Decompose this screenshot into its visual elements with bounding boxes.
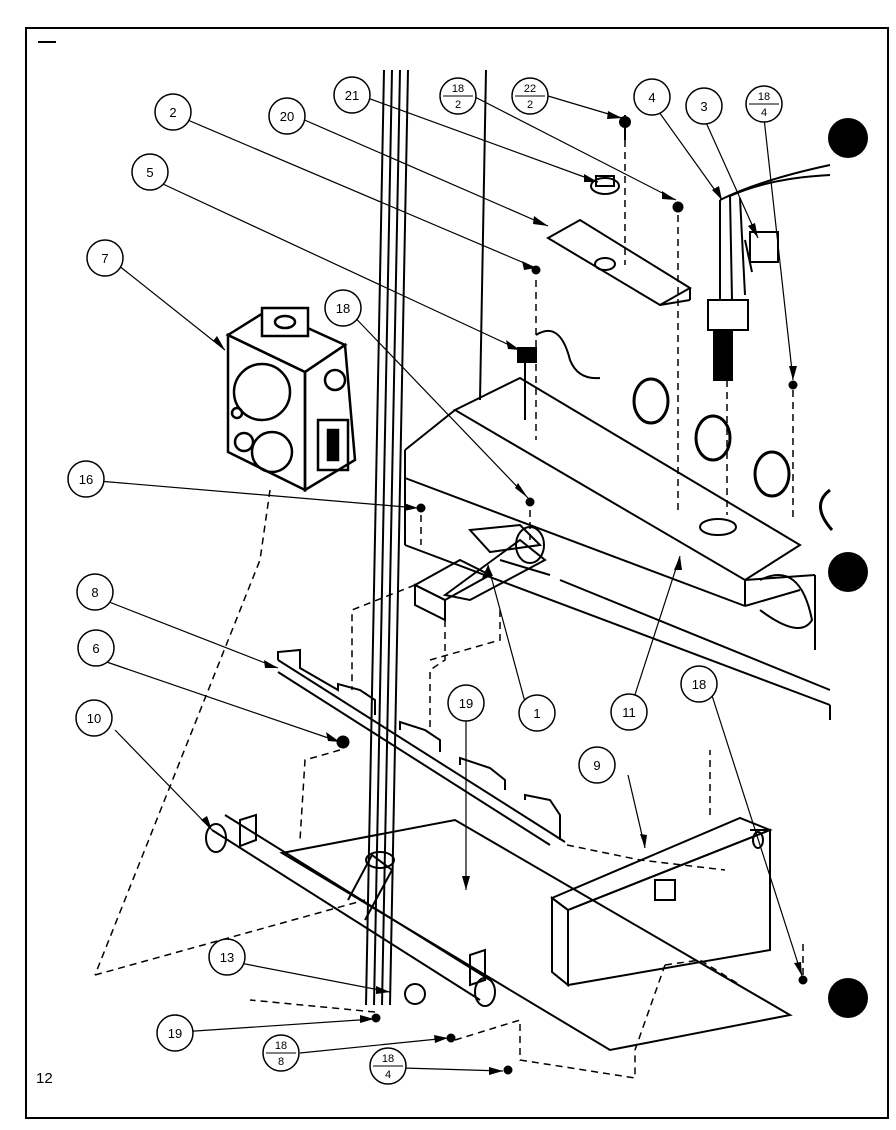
callout-20-label: 20 — [280, 109, 294, 124]
fasteners — [336, 116, 808, 1075]
callout-18-over-8: 18 8 — [262, 1034, 300, 1072]
callout-5: 5 — [131, 153, 169, 191]
callout-18-over-4-lower: 18 4 — [369, 1047, 407, 1085]
punch-hole-bottom — [828, 978, 868, 1018]
assembly-dashed-lines — [94, 140, 804, 1079]
fraction-callouts: 18 2 22 2 18 4 18 8 18 4 — [262, 77, 783, 1085]
callout-18-over-4-upper: 18 4 — [745, 85, 783, 123]
callout-18-upper: 18 — [324, 289, 362, 327]
callout-18-over-2: 18 2 — [439, 77, 477, 115]
callout-22-over-2-top: 22 — [524, 83, 536, 95]
leader-arrowheads — [201, 111, 802, 1075]
callout-22-over-2-bottom: 2 — [527, 99, 533, 111]
callout-10: 10 — [75, 699, 113, 737]
manifold-pipe — [205, 813, 496, 1007]
callout-20: 20 — [268, 97, 306, 135]
callout-6-label: 6 — [92, 641, 99, 656]
callout-18-upper-label: 18 — [336, 301, 350, 316]
callout-1: 1 — [518, 694, 556, 732]
callout-7: 7 — [86, 239, 124, 277]
callout-2-label: 2 — [169, 105, 176, 120]
page-number: 12 — [36, 1070, 53, 1087]
callout-18-over-4-lower-top: 18 — [382, 1053, 394, 1065]
callout-13: 13 — [208, 938, 246, 976]
callout-18-over-4-lower-bottom: 4 — [385, 1069, 391, 1081]
burner-ports — [632, 377, 834, 531]
punch-hole-middle — [828, 552, 868, 592]
callout-9: 9 — [578, 746, 616, 784]
callout-21-label: 21 — [345, 88, 359, 103]
callout-16: 16 — [67, 460, 105, 498]
igniter-bracket — [546, 218, 692, 307]
callout-22-over-2: 22 2 — [511, 77, 549, 115]
callouts: 1 2 3 4 5 6 7 8 9 10 11 13 16 18 18 19 1… — [67, 76, 723, 1052]
callout-19-lower-label: 19 — [168, 1026, 182, 1041]
callout-8-label: 8 — [91, 585, 98, 600]
callout-21: 21 — [333, 76, 371, 114]
callout-19-upper: 19 — [447, 684, 485, 722]
callout-19-lower: 19 — [156, 1014, 194, 1052]
callout-4-label: 4 — [648, 90, 655, 105]
callout-6: 6 — [77, 629, 115, 667]
punch-hole-top — [828, 118, 868, 158]
callout-18-over-2-top: 18 — [452, 83, 464, 95]
vertical-frame-lines — [365, 69, 487, 1006]
callout-18-over-4-upper-bottom: 4 — [761, 107, 767, 119]
hot-surface-igniter — [707, 164, 831, 381]
base-plate — [279, 818, 793, 1052]
callout-18-lower-label: 18 — [692, 677, 706, 692]
burner-bracket-strip — [277, 648, 566, 846]
callout-3: 3 — [685, 87, 723, 125]
callout-13-label: 13 — [220, 950, 234, 965]
vestibule-panel — [550, 816, 773, 988]
callout-18-over-8-bottom: 8 — [278, 1056, 284, 1068]
callout-10-label: 10 — [87, 711, 101, 726]
callout-5-label: 5 — [146, 165, 153, 180]
callout-18-over-2-bottom: 2 — [455, 99, 461, 111]
page-border — [25, 27, 889, 1119]
callout-18-lower: 18 — [680, 665, 718, 703]
callout-19-upper-label: 19 — [459, 696, 473, 711]
callout-8: 8 — [76, 573, 114, 611]
callout-1-label: 1 — [533, 706, 540, 721]
gas-valve — [225, 306, 357, 493]
callout-18-over-4-upper-top: 18 — [758, 91, 770, 103]
callout-9-label: 9 — [593, 758, 600, 773]
callout-16-label: 16 — [79, 472, 93, 487]
callout-11-label: 11 — [622, 705, 636, 720]
burner-box — [404, 376, 831, 720]
callout-7-label: 7 — [101, 251, 108, 266]
callout-4: 4 — [633, 78, 671, 116]
callout-18-over-8-top: 18 — [275, 1040, 287, 1052]
leader-lines — [94, 95, 803, 1072]
flame-sensor — [517, 329, 601, 420]
callout-11: 11 — [610, 693, 648, 731]
callout-3-label: 3 — [700, 99, 707, 114]
callout-2: 2 — [154, 93, 192, 131]
